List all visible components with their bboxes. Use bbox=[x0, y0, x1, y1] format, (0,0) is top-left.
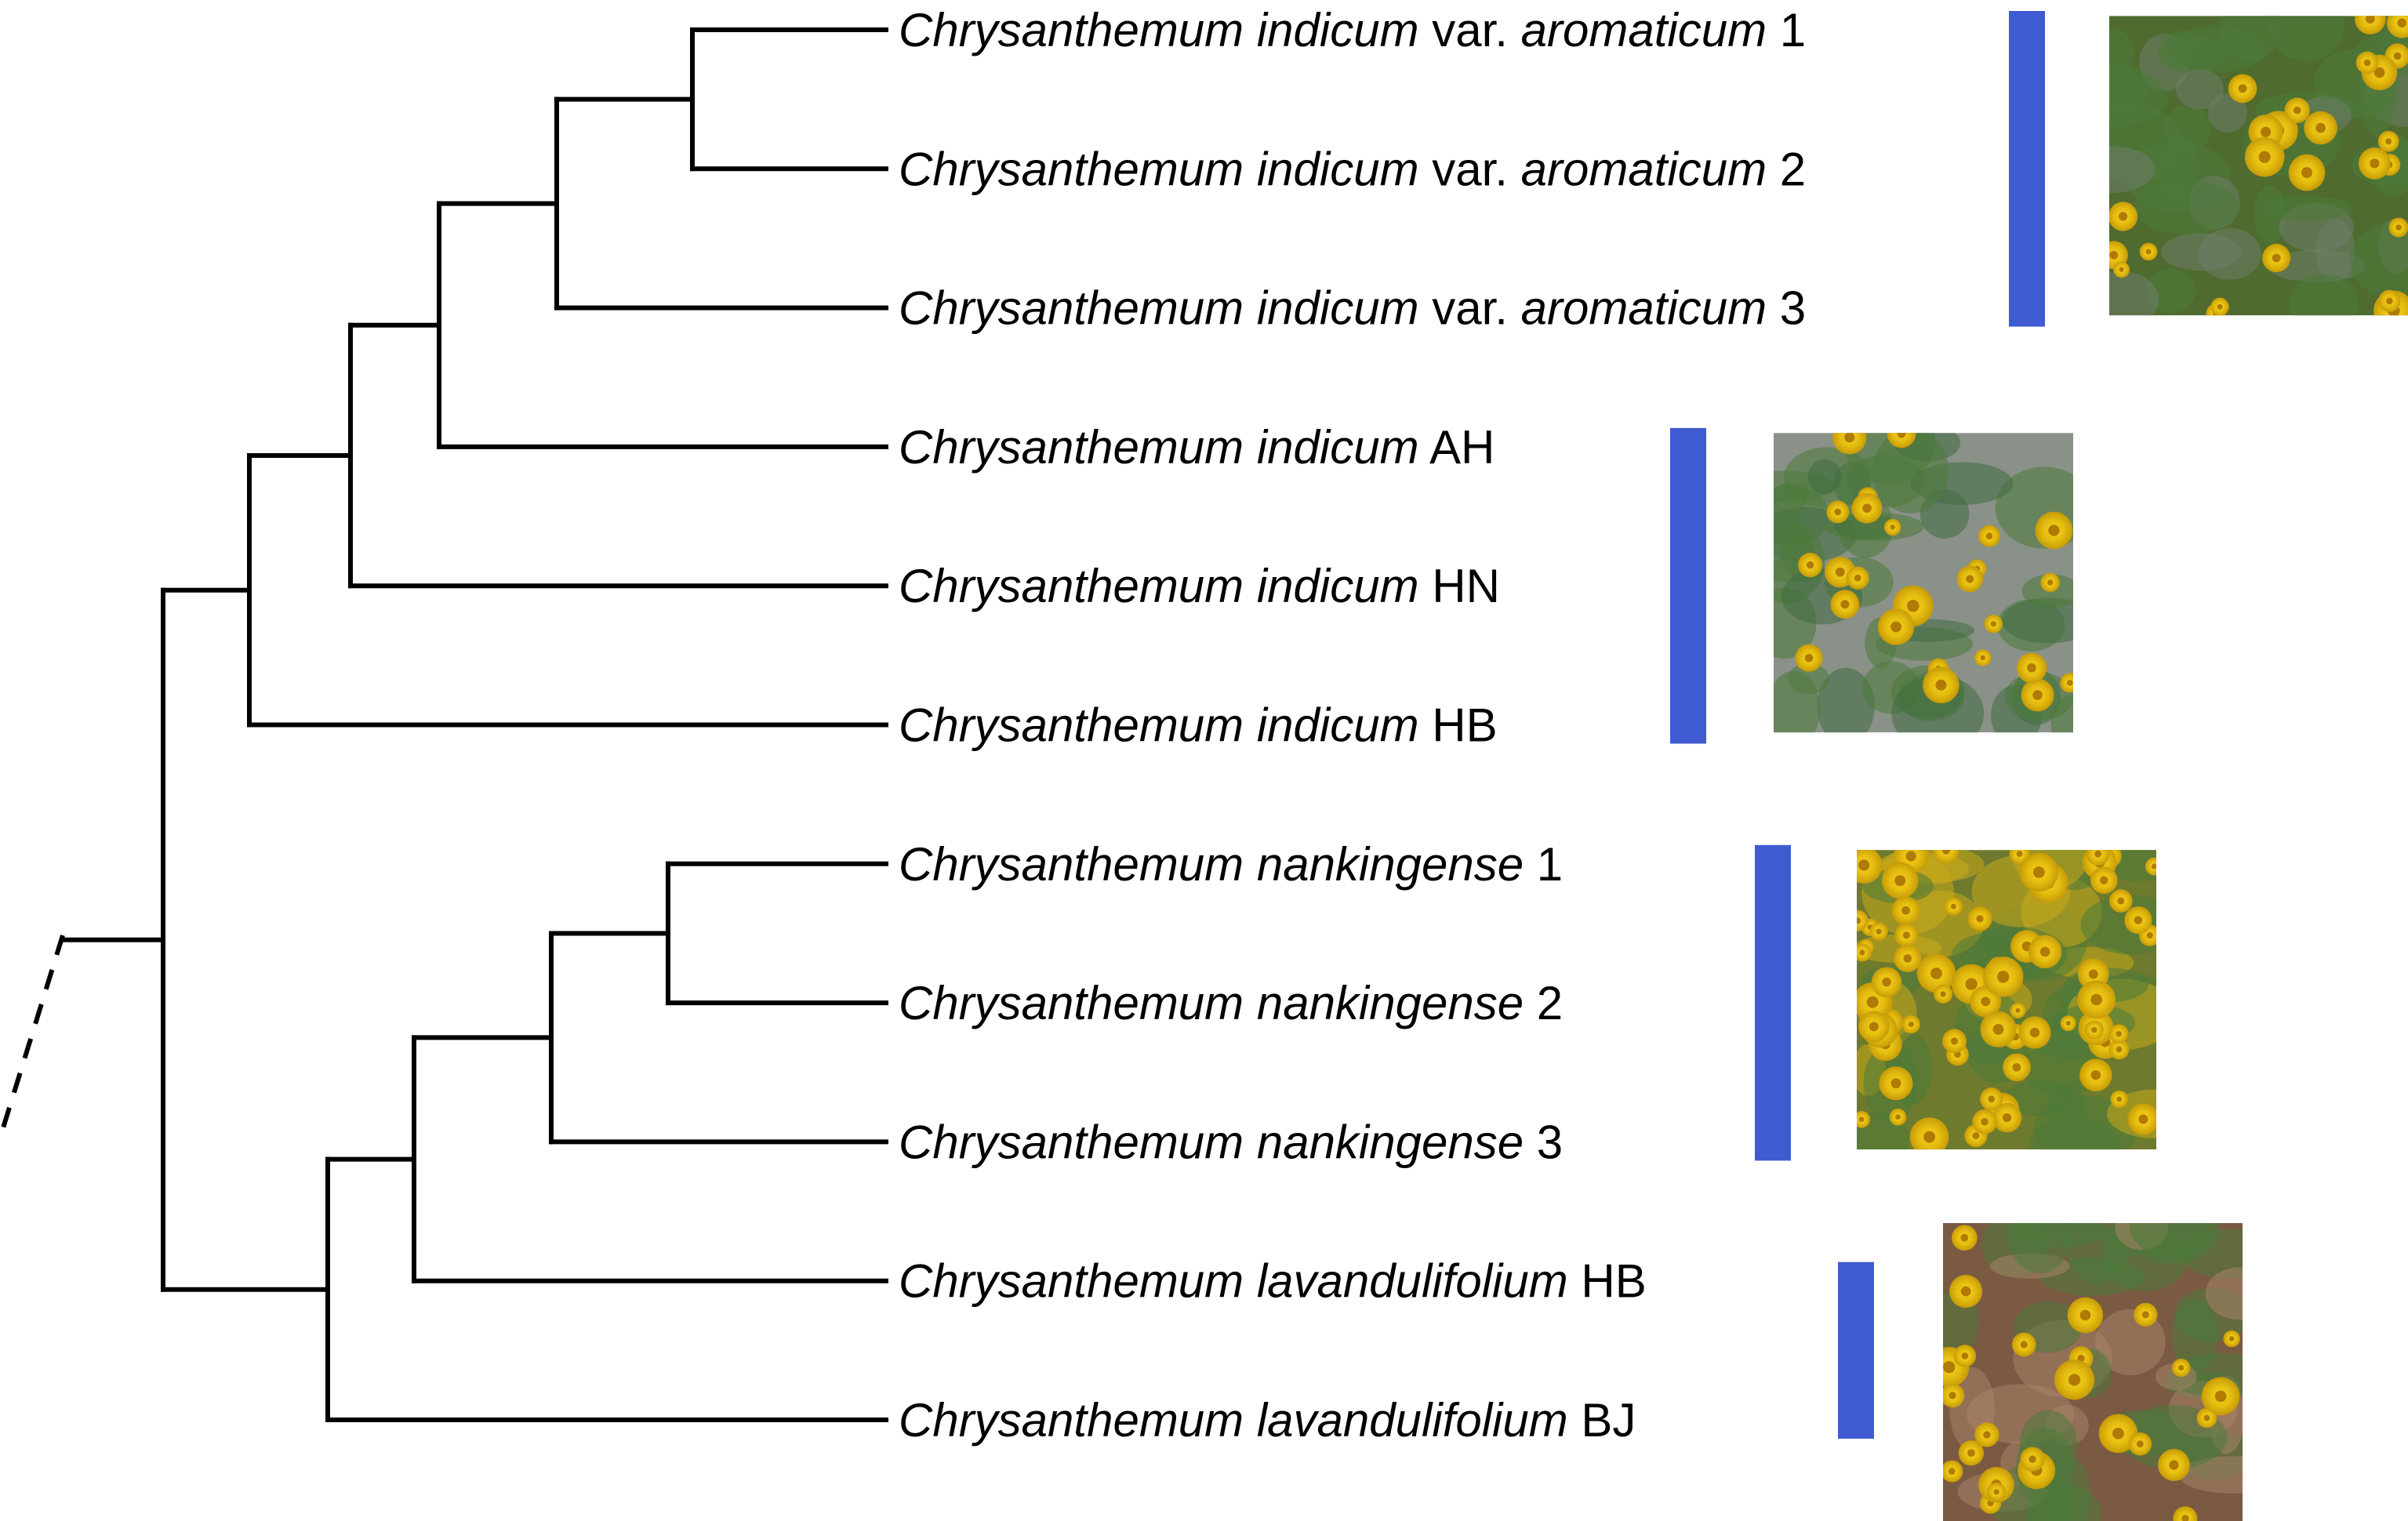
root-stub-dashed bbox=[0, 935, 65, 1134]
clade-bar bbox=[1838, 1261, 1874, 1439]
sample-tag: 3 bbox=[1524, 1116, 1563, 1168]
yellow-daisies-on-brown-soil-photo bbox=[1943, 1223, 2243, 1521]
species-name: Chrysanthemum lavandulifolium bbox=[899, 1394, 1568, 1447]
species-name: Chrysanthemum nankingense bbox=[899, 977, 1524, 1029]
taxon-label: Chrysanthemum indicum var. aromaticum 1 bbox=[899, 4, 1806, 56]
species-name: Chrysanthemum indicum bbox=[899, 560, 1419, 612]
species-name: Chrysanthemum lavandulifolium bbox=[899, 1255, 1568, 1308]
sample-tag: 2 bbox=[1767, 143, 1806, 195]
species-name: Chrysanthemum indicum bbox=[899, 421, 1419, 474]
sample-tag: 3 bbox=[1767, 282, 1806, 335]
sample-tag: 2 bbox=[1524, 977, 1563, 1029]
sample-tag: 1 bbox=[1524, 838, 1563, 891]
taxon-label: Chrysanthemum nankingense 3 bbox=[899, 1116, 1563, 1168]
taxon-label: Chrysanthemum nankingense 1 bbox=[899, 838, 1563, 891]
infraspecific-epithet: aromaticum bbox=[1521, 282, 1767, 335]
sample-tag: BJ bbox=[1568, 1394, 1636, 1447]
species-name: Chrysanthemum indicum bbox=[899, 143, 1419, 195]
species-name: Chrysanthemum nankingense bbox=[899, 1116, 1524, 1168]
sample-tag: HN bbox=[1419, 560, 1500, 612]
taxon-label: Chrysanthemum indicum var. aromaticum 3 bbox=[899, 282, 1806, 335]
taxon-label: Chrysanthemum indicum var. aromaticum 2 bbox=[899, 143, 1806, 195]
taxon-label: Chrysanthemum nankingense 2 bbox=[899, 977, 1563, 1029]
infraspecific-epithet: aromaticum bbox=[1521, 4, 1767, 56]
rank-abbrev: var. bbox=[1419, 4, 1521, 56]
infraspecific-epithet: aromaticum bbox=[1521, 143, 1767, 195]
species-name: Chrysanthemum nankingense bbox=[899, 838, 1524, 891]
sample-tag: AH bbox=[1419, 421, 1495, 474]
taxon-label: Chrysanthemum lavandulifolium HB bbox=[899, 1255, 1647, 1308]
taxon-label: Chrysanthemum indicum HB bbox=[899, 699, 1498, 752]
clade-bar bbox=[1670, 427, 1706, 744]
sample-tag: 1 bbox=[1767, 4, 1806, 56]
species-name: Chrysanthemum indicum bbox=[899, 282, 1419, 335]
clade-bar bbox=[1755, 844, 1791, 1161]
clade-bar bbox=[2009, 11, 2045, 327]
species-name: Chrysanthemum indicum bbox=[899, 699, 1419, 752]
taxon-label: Chrysanthemum indicum HN bbox=[899, 560, 1500, 612]
sample-tag: HB bbox=[1419, 699, 1498, 752]
dense-yellow-flower-cluster-photo bbox=[1857, 850, 2156, 1150]
rank-abbrev: var. bbox=[1419, 282, 1521, 335]
species-name: Chrysanthemum indicum bbox=[899, 4, 1419, 56]
taxon-label: Chrysanthemum indicum AH bbox=[899, 421, 1495, 474]
taxon-label: Chrysanthemum lavandulifolium BJ bbox=[899, 1394, 1636, 1447]
rank-abbrev: var. bbox=[1419, 143, 1521, 195]
yellow-flowers-on-rock-photo bbox=[2109, 16, 2408, 316]
yellow-daisies-with-leaves-photo bbox=[1774, 433, 2073, 733]
sample-tag: HB bbox=[1568, 1255, 1647, 1308]
